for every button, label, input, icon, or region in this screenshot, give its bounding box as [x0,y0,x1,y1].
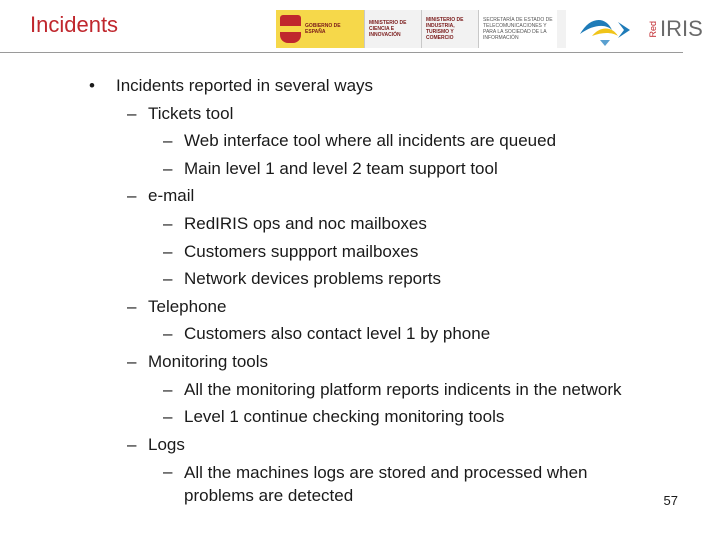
ministry-industry-logo: MINISTERIO DE INDUSTRIA, TURISMO Y COMER… [421,10,478,48]
bullet-dash: – [163,269,173,289]
ministry-science-logo: MINISTERIO DE CIENCIA E INNOVACIÓN [364,10,421,48]
bullet-dash: – [163,214,173,233]
level3-item: Main level 1 and level 2 team support to… [184,158,498,178]
bullet-dash: – [163,158,173,178]
secretariat-logo: SECRETARÍA DE ESTADO DE TELECOMUNICACION… [478,10,557,48]
level3-item: Web interface tool where all incidents a… [184,131,557,151]
level3-item: Customers suppport mailboxes [184,241,419,261]
bullet-dot: • [89,76,95,95]
ministry-science-text: MINISTERIO DE CIENCIA E INNOVACIÓN [369,20,407,38]
slide-title: Incidents [30,12,119,37]
level2-item: e-mail [148,186,195,206]
level3-item: Network devices problems reports [184,269,441,289]
rediris-logo-mark-icon [580,19,630,46]
gobierno-text: GOBIERNO DE ESPAÑA [305,23,341,35]
header-divider [0,52,683,53]
level2-item: Tickets tool [148,103,234,123]
level3-item: Level 1 continue checking monitoring too… [184,407,505,427]
level1-bullet: Incidents reported in several ways [116,76,374,95]
bullet-dash: – [163,131,173,151]
bullet-dash: – [163,241,173,261]
level3-item: RedIRIS ops and noc mailboxes [184,214,427,233]
level2-item: Logs [148,434,185,454]
bullet-dash: – [127,434,137,454]
bullet-dash: – [127,296,137,316]
bullet-dash: – [163,407,173,427]
bullet-dash: – [127,352,137,371]
government-logos: GOBIERNO DE ESPAÑA MINISTERIO DE CIENCIA… [276,10,566,48]
gobierno-logo: GOBIERNO DE ESPAÑA [276,10,364,48]
bullet-dash: – [163,462,173,482]
page-number: 57 [663,493,678,508]
level3-item: All the machines logs are stored and pro… [184,463,588,506]
rediris-logo: Red IRIS [648,10,703,48]
bullet-dash: – [127,103,137,123]
secretariat-text: SECRETARÍA DE ESTADO DE TELECOMUNICACION… [483,17,553,41]
level2-item: Telephone [148,296,227,316]
level2-item: Monitoring tools [148,352,269,371]
spain-crest-icon [280,15,302,43]
ministry-industry-text: MINISTERIO DE INDUSTRIA, TURISMO Y COMER… [426,17,464,41]
level3-item: Customers also contact level 1 by phone [184,324,491,344]
level3-item: All the monitoring platform reports indi… [184,379,622,399]
bullet-dash: – [163,379,173,399]
bullet-dash: – [163,324,173,344]
bullet-dash: – [127,186,137,206]
rediris-iris-text: IRIS [660,16,703,41]
